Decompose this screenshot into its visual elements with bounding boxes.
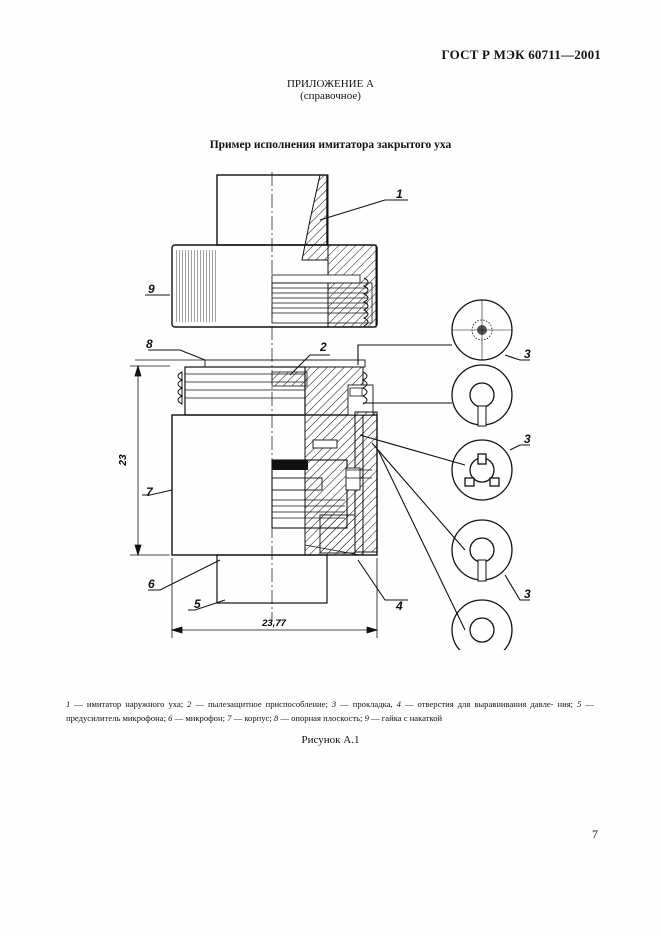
microphone-preamplifier xyxy=(216,544,361,604)
gasket-detail-4 xyxy=(451,519,513,582)
callout-6: 6 xyxy=(148,577,155,591)
page-number: 7 xyxy=(592,827,598,841)
callout-5: 5 xyxy=(194,597,201,611)
callout-8: 8 xyxy=(146,337,153,351)
gasket-detail-5 xyxy=(451,599,513,650)
microphone xyxy=(271,439,372,554)
standard-header: ГОСТ Р МЭК 60711—2001 xyxy=(441,47,601,62)
appendix-title: ПРИЛОЖЕНИЕ А xyxy=(286,78,374,90)
callout-3a: 3 xyxy=(524,347,531,361)
figure-title: Пример исполнения имитатора закрытого ух… xyxy=(209,139,452,151)
caption-item: 8 — опорная плоскость; xyxy=(273,713,365,723)
figure-label: Рисунок А.1 xyxy=(301,734,360,746)
caption-item: 7 — корпус; xyxy=(227,713,274,723)
callout-3c: 3 xyxy=(524,587,531,601)
figure-caption: 1 — имитатор наружного уха; 2 — пылезащи… xyxy=(66,697,594,725)
callout-2: 2 xyxy=(319,340,327,354)
caption-item: 6 — микрофон; xyxy=(168,713,228,723)
height-dimension xyxy=(130,364,170,557)
caption-item: 5 — предусилитель микрофона; xyxy=(66,699,594,723)
knurled-nut xyxy=(171,244,378,328)
technical-drawing: 23 23,77 xyxy=(118,172,531,650)
gasket-detail-1 xyxy=(451,299,513,361)
callout-1: 1 xyxy=(396,187,403,201)
gasket-detail-3 xyxy=(451,439,513,501)
appendix-subtitle: (справочное) xyxy=(300,90,361,102)
callout-7: 7 xyxy=(146,485,154,499)
appendix-heading: ПРИЛОЖЕНИЕ А (справочное) xyxy=(0,78,661,102)
gasket-detail-2 xyxy=(451,364,513,427)
height-dimension-value: 23 xyxy=(118,454,129,467)
caption-item: 2 — пылезащитное приспособление; xyxy=(187,699,332,709)
leader-lines xyxy=(142,199,530,631)
callout-9: 9 xyxy=(148,282,155,296)
caption-item: 4 — отверстия для выравнивания давле- ни… xyxy=(396,699,578,709)
width-dimension xyxy=(170,558,379,638)
width-dimension-value: 23,77 xyxy=(261,618,286,629)
caption-item: 3 — прокладка, xyxy=(331,699,397,709)
caption-item: 9 — гайка с накаткой xyxy=(364,713,443,723)
callout-3b: 3 xyxy=(524,432,531,446)
callout-4: 4 xyxy=(395,599,403,613)
gasket-details xyxy=(451,299,513,650)
outer-ear-simulator xyxy=(216,174,329,261)
caption-item: 1 — имитатор наружного уха; xyxy=(66,699,188,709)
